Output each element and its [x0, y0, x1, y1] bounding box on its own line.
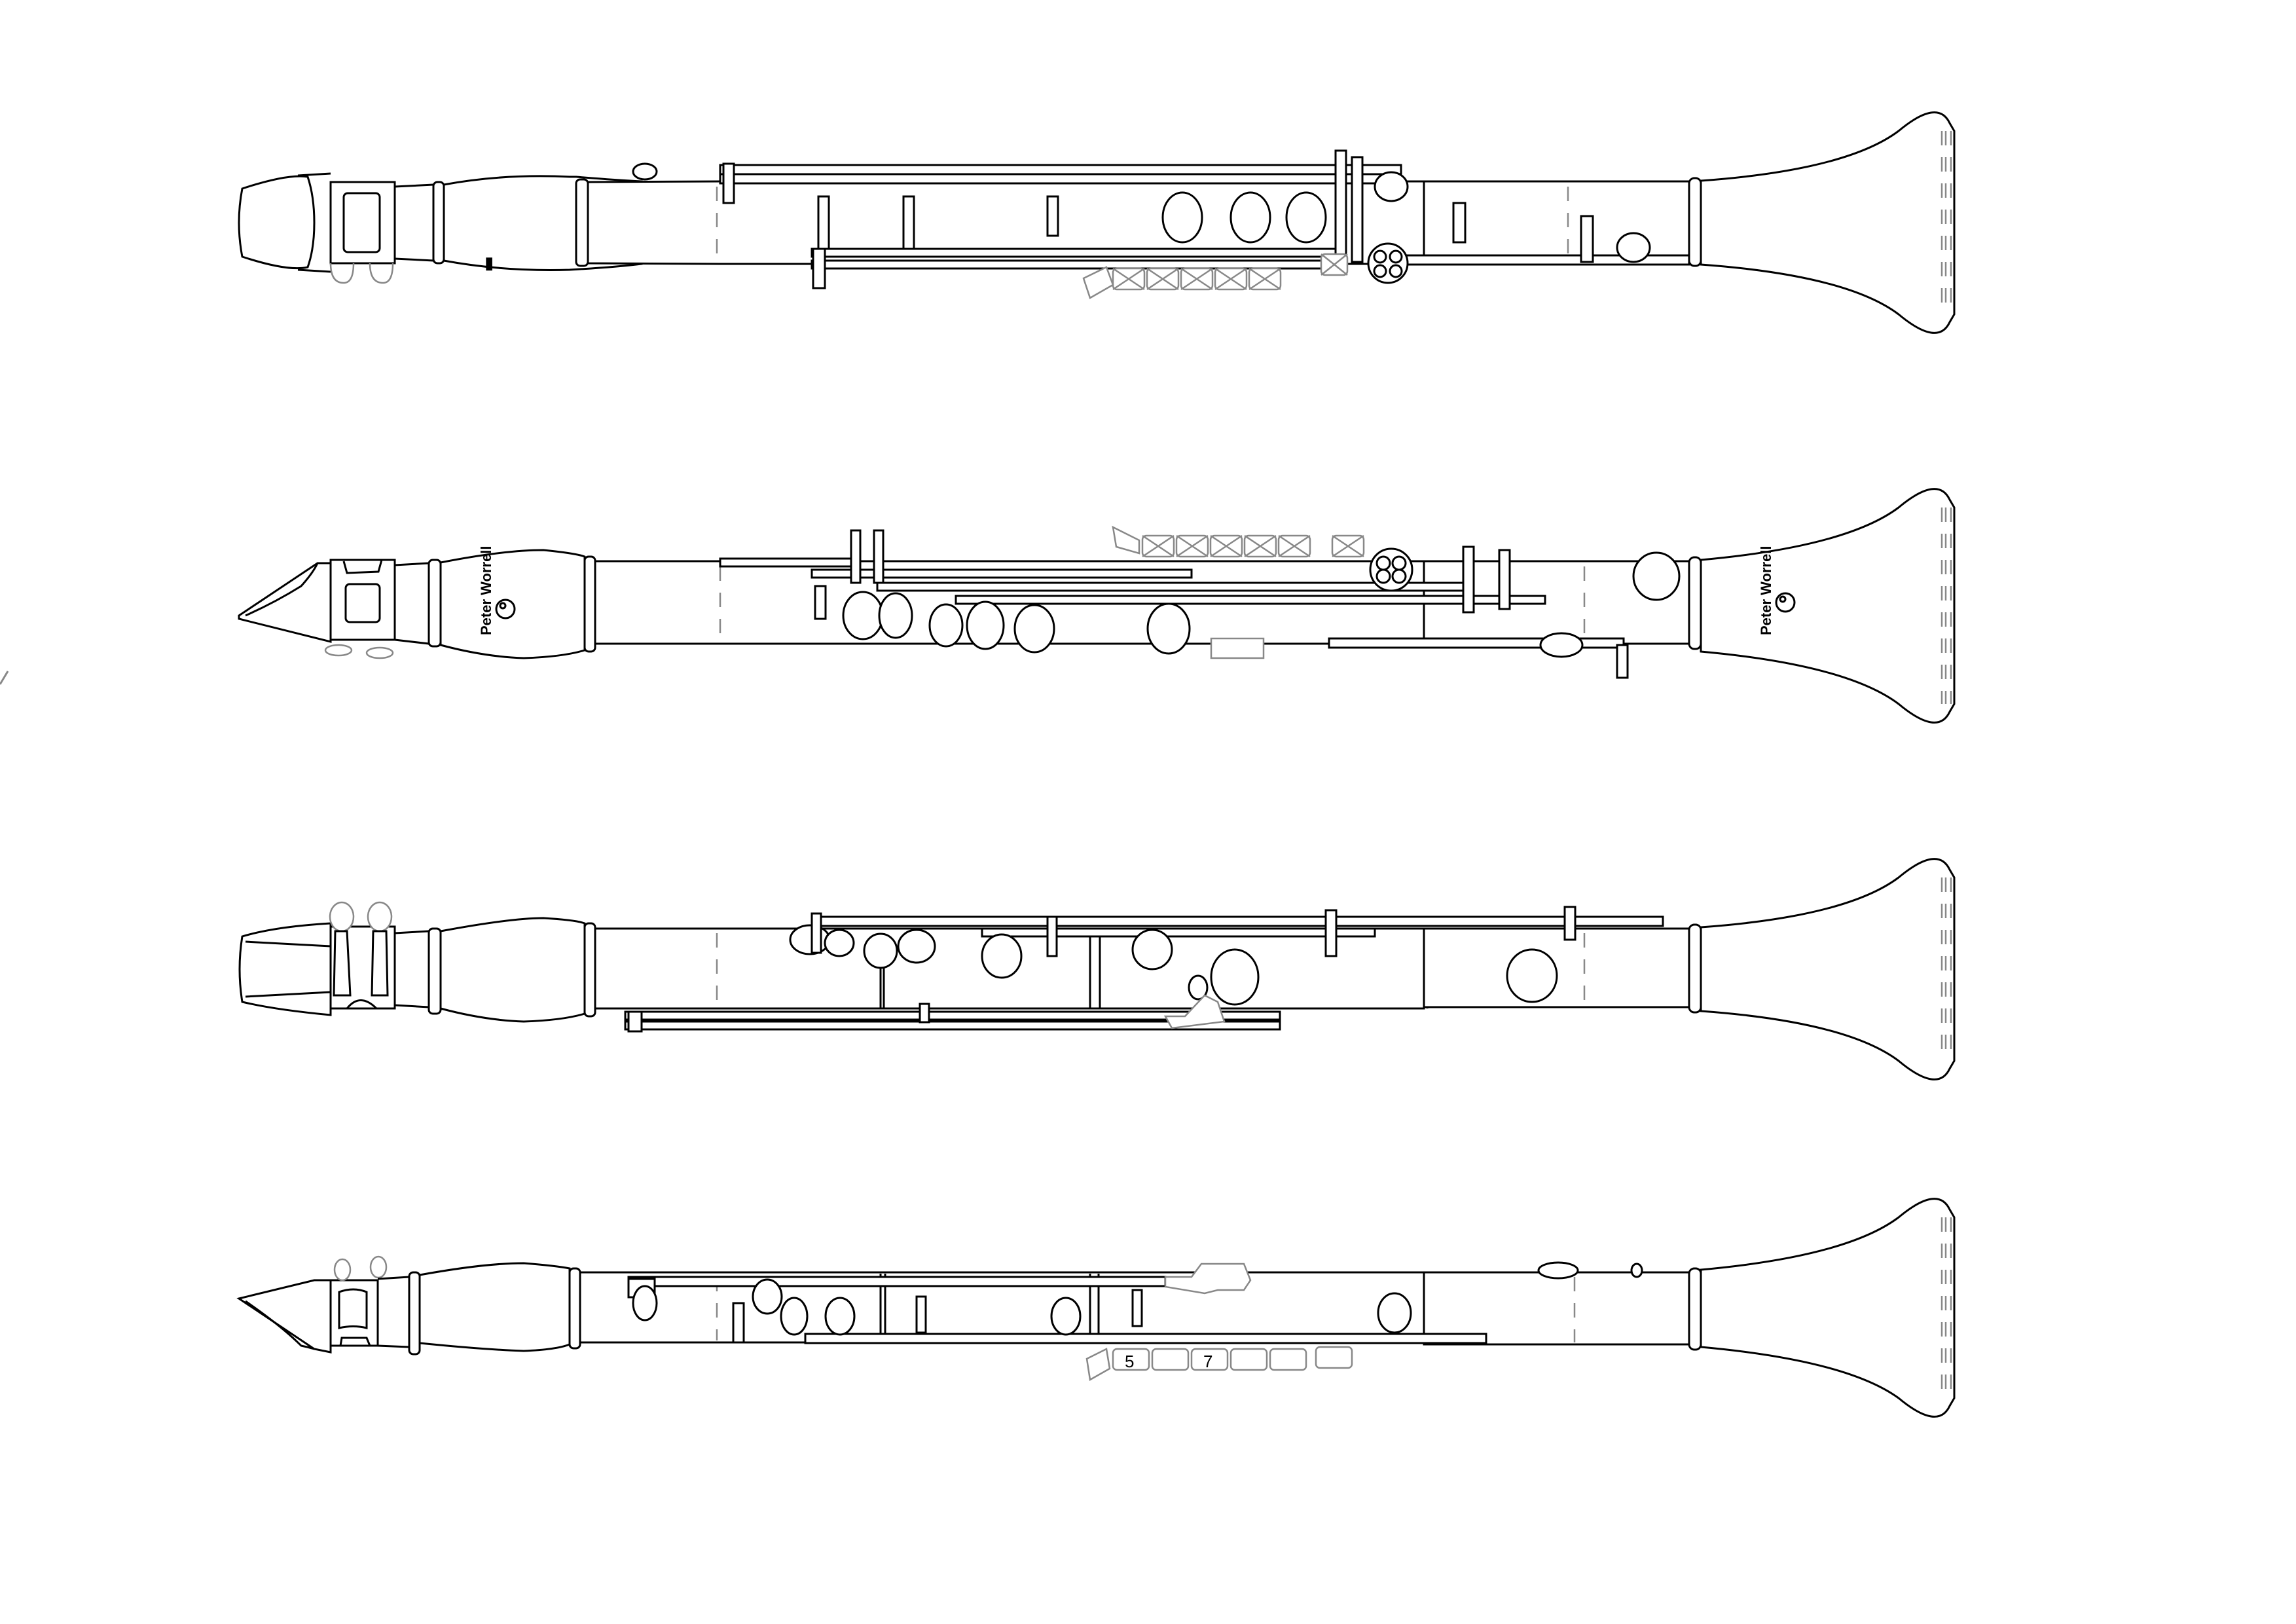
bell-brand: Peter Worrell: [1758, 545, 1774, 635]
clarinet-view-3: [238, 858, 1956, 1080]
svg-text:Peter Worrell: Peter Worrell: [478, 545, 494, 635]
svg-text:Peter Worrell: Peter Worrell: [1758, 545, 1774, 635]
barrel-brand: Peter Worrell: [478, 545, 494, 635]
key-number-7: 7: [1203, 1352, 1212, 1371]
clarinet-view-1: ▮: [238, 111, 1956, 334]
clarinet-view-4: 5 7: [236, 1198, 1956, 1418]
numbered-keys: 5 7: [1085, 1346, 1353, 1381]
lower-stack-keys: [1082, 253, 1349, 299]
key-number-5: 5: [1125, 1352, 1134, 1371]
svg-text:▮: ▮: [484, 253, 494, 272]
stray-mark: [0, 671, 9, 685]
clarinet-view-2: Peter Worrell Peter Worrell: [238, 488, 1956, 724]
upper-stack-keys: [1112, 525, 1365, 659]
